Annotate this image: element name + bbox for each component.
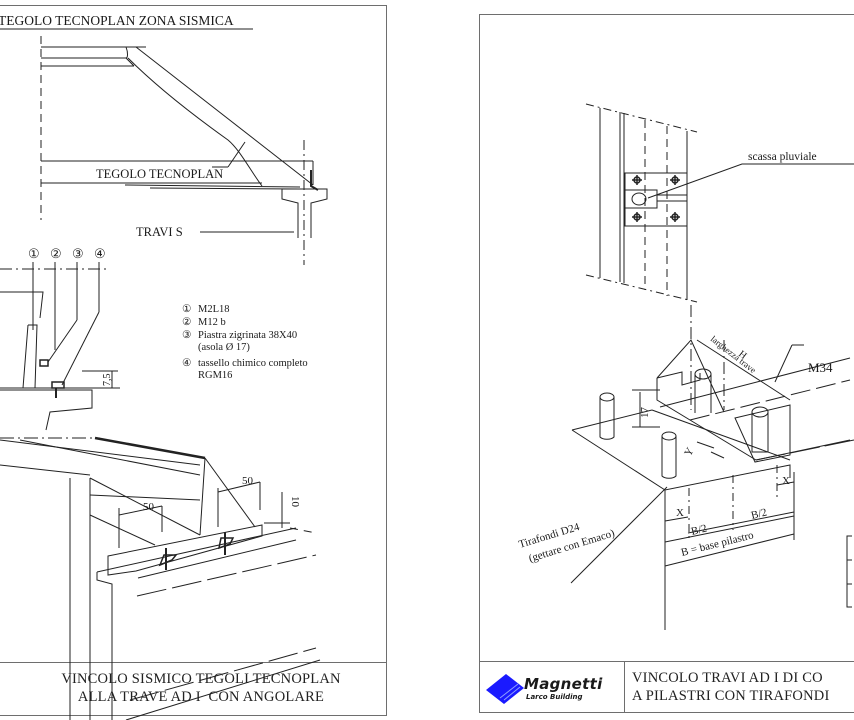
dim-10: 10 [289,496,301,508]
dim-b-half-left: B/2 [690,522,708,537]
legend: ① M2L18 ② M12 b ③ Piastra zigrinata 38X4… [182,303,308,381]
sheet-header-left: TEGOLO TECNOPLAN ZONA SISMICA [0,13,234,28]
logo-cell: Magnetti Larco Building [480,662,625,712]
label-tegolo-tecnoplan: TEGOLO TECNOPLAN [96,167,223,181]
callout-3: ③ [72,246,84,261]
connection-detail [0,262,120,431]
legend-text-3b: (asola Ø 17) [198,342,250,353]
label-travi-s: TRAVI S [136,225,183,239]
title-line-1: VINCOLO SISMICO TEGOLI TECNOPLAN [61,671,341,687]
dim-50-b: 50 [242,475,254,487]
legend-text-2: M12 b [198,317,226,328]
logo-tagline: Larco Building [526,693,583,701]
legend-text-3: Piastra zigrinata 38X40 [198,330,297,341]
legend-marker-1: ① [182,303,192,315]
legend-text-4: tassello chimico completo [198,358,308,369]
legend-marker-4: ④ [182,357,192,369]
dim-17: 17 [639,407,651,419]
dim-50-a: 50 [143,501,155,513]
isometric-column-view [570,305,854,630]
dim-y: Y [682,446,696,459]
callout-1: ① [28,246,40,261]
logo-name: Magnetti [524,675,603,693]
label-scassa-pluviale: scassa pluviale [748,151,817,163]
callout-markers: ① ② ③ ④ [28,246,106,261]
dim-b-half-right: B/2 [750,506,768,521]
dim-x-left: X [676,507,684,519]
column-plan-view [585,103,854,303]
drawing-title-right: VINCOLO TRAVI AD I DI CO A PILASTRI CON T… [632,669,829,705]
title-line-2: A PILASTRI CON TIRAFONDI [632,688,830,704]
label-m34: M34 [808,360,833,375]
magnetti-logo-icon [486,674,524,704]
tegolo-section-view [40,36,328,265]
title-line-1: VINCOLO TRAVI AD I DI CO [632,670,823,686]
callout-2: ② [50,246,62,261]
title-block-right: Magnetti Larco Building VINCOLO TRAVI AD… [480,661,854,712]
dim-7-5: 7,5 [102,374,113,387]
legend-marker-3: ③ [182,329,192,341]
legend-marker-2: ② [182,316,192,328]
legend-text-4b: RGM16 [198,370,232,381]
isometric-beam-view [0,436,321,720]
legend-text-1: M2L18 [198,304,230,315]
callout-4: ④ [94,246,106,261]
label-larghezza-trave: larghezza trave [709,334,758,375]
dim-x-right: X [782,475,790,487]
